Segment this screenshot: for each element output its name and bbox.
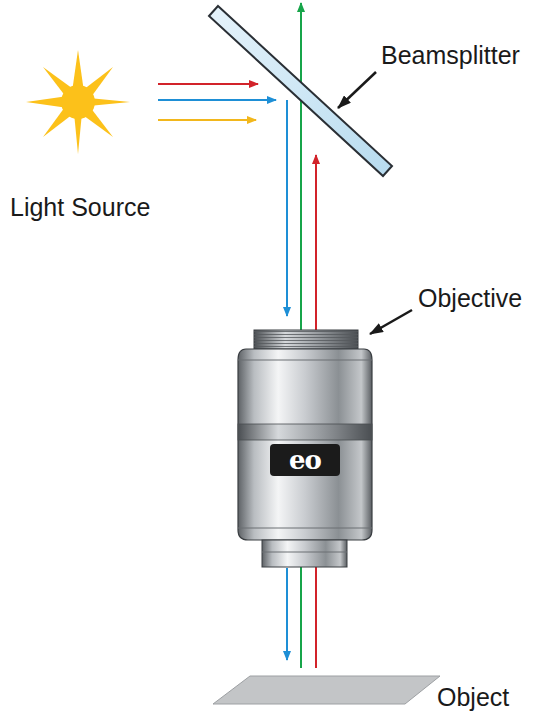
yellow-ray [158,119,256,121]
object-plane [213,676,440,704]
blue-ray-down [286,568,288,660]
part-label: Objective [418,283,522,313]
beamsplitter-plate [209,6,392,176]
leader-line [370,310,412,334]
logo-badge [270,444,340,476]
red-ray [158,83,258,85]
brand-logo: eo [270,445,340,477]
objective-lens [238,330,372,567]
blue-ray-down [286,100,288,316]
blue-ray [158,99,276,101]
part-label: Light Source [10,192,150,222]
part-label: Object [437,682,509,712]
part-label: Beamsplitter [381,40,520,70]
light-source-sun [26,50,130,154]
leader-line [338,72,376,108]
